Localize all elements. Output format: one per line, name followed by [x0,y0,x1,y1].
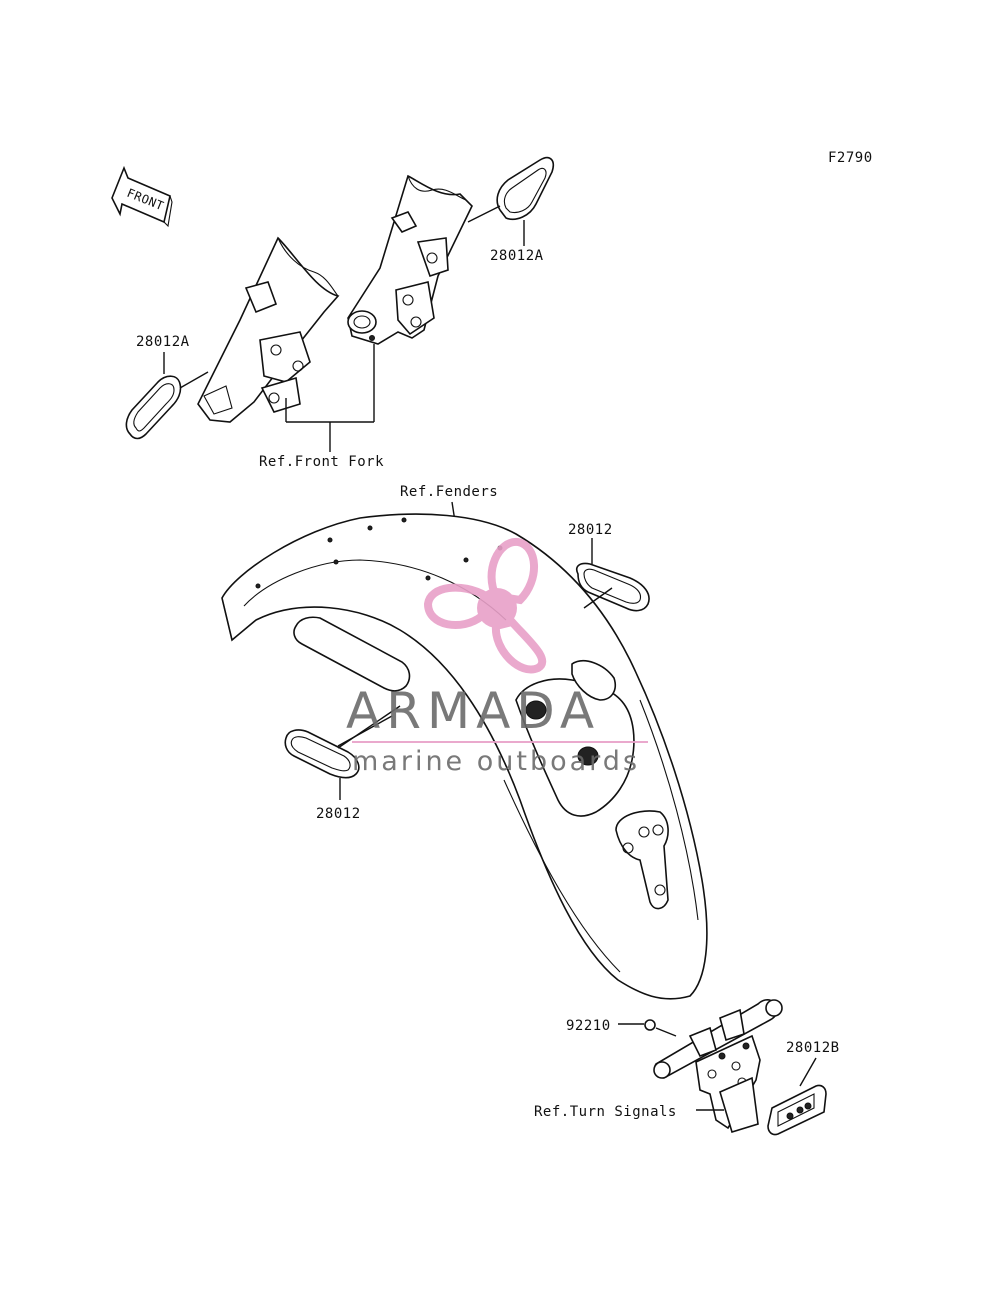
reflector-28012A-left [125,352,209,440]
front-fork-right-leg [347,174,473,345]
front-fork-left-leg [197,236,340,423]
watermark-propeller-icon [423,538,547,674]
turn-signal-bracket [653,999,783,1134]
diagram-id: F2790 [828,150,873,166]
reflector-28012-bottom [284,705,401,800]
label-28012A-right: 28012A [490,248,544,264]
watermark: ARMADA marine outboards [346,538,648,777]
watermark-tagline: marine outboards [352,746,640,777]
label-28012-bottom: 28012 [316,806,361,822]
label-ref-fenders: Ref.Fenders [400,484,498,500]
label-ref-front-fork: Ref.Front Fork [259,454,384,470]
reflector-28012B [767,1057,827,1136]
front-arrow-icon: FRONT [111,165,173,228]
watermark-brand: ARMADA [346,682,600,740]
leader-front-fork [285,344,375,452]
label-28012A-left: 28012A [136,334,190,350]
reflector-28012-top [575,538,650,612]
label-28012-top: 28012 [568,522,613,538]
label-92210: 92210 [566,1018,611,1034]
label-28012B: 28012B [786,1040,840,1056]
label-ref-turn-signals: Ref.Turn Signals [534,1104,677,1120]
nut-92210-icon [618,1019,677,1037]
reflector-28012A-right [467,156,555,246]
